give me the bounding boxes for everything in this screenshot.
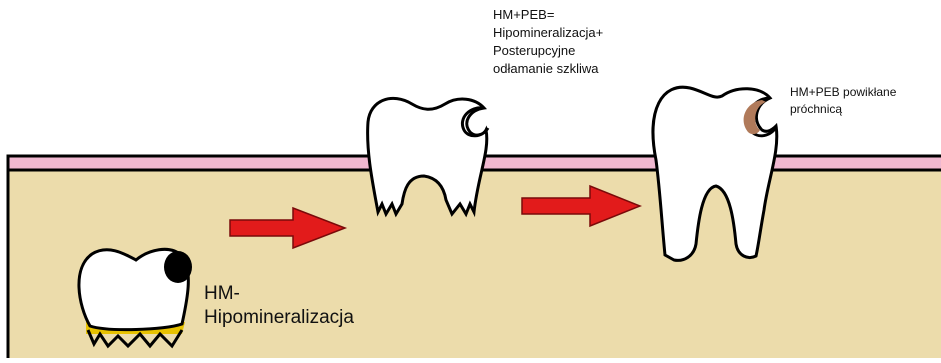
label-hm-peb: HM+PEB= Hipomineralizacja+ Posterupcyjne… — [493, 6, 603, 78]
label-hm: HM- Hipomineralizacja — [204, 282, 354, 330]
label-hm-line-2: Hipomineralizacja — [204, 306, 354, 330]
label-hm-peb-caries-line-2: próchnicą — [790, 101, 896, 118]
label-hm-peb-line-4: odłamanie szkliwa — [493, 60, 603, 78]
label-hm-peb-caries-line-1: HM+PEB powikłane — [790, 84, 896, 101]
label-hm-peb-line-2: Hipomineralizacja+ — [493, 24, 603, 42]
hypomineralization-lesion — [164, 251, 192, 283]
label-hm-peb-caries: HM+PEB powikłane próchnicą — [790, 84, 896, 118]
label-hm-peb-line-1: HM+PEB= — [493, 6, 603, 24]
label-hm-line-1: HM- — [204, 282, 354, 306]
tooth-hm — [79, 249, 192, 346]
label-hm-peb-line-3: Posterupcyjne — [493, 42, 603, 60]
